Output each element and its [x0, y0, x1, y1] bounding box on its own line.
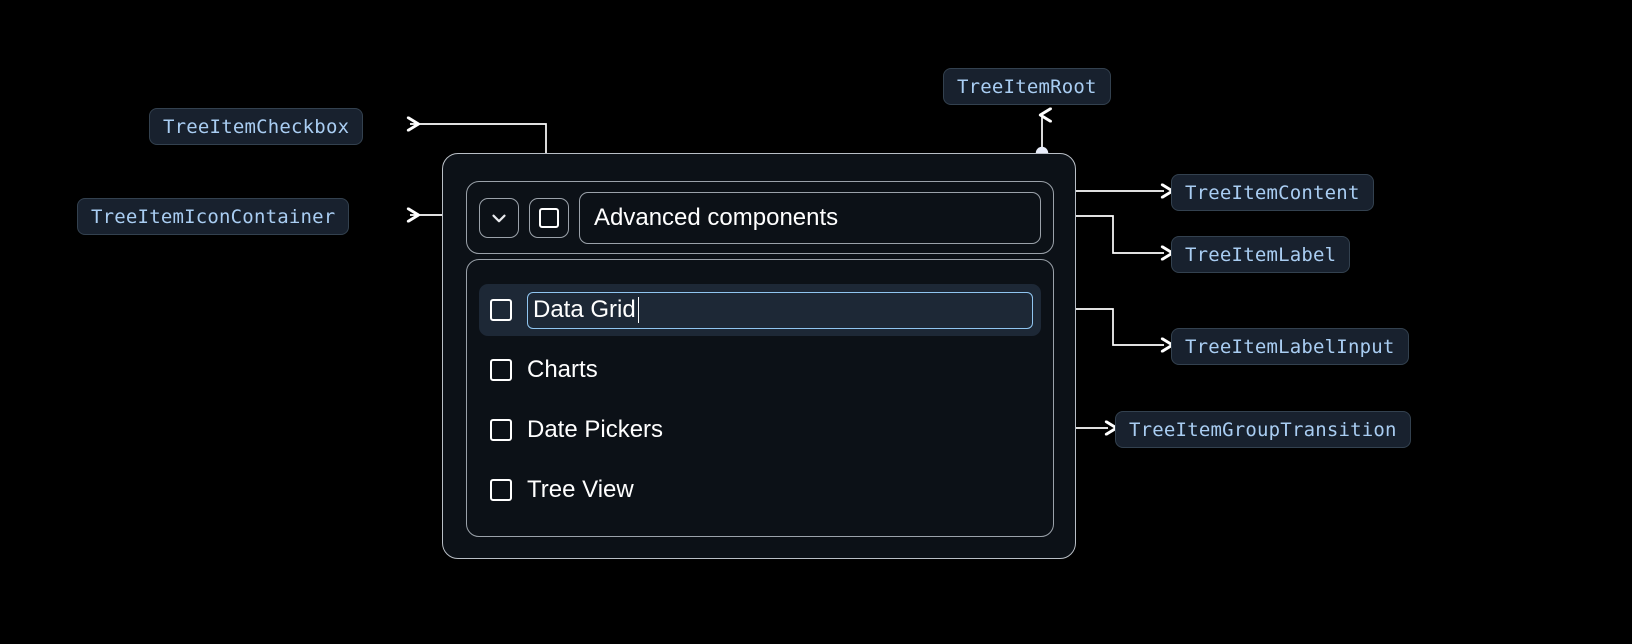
- annotation-label: TreeItemLabelInput: [1185, 335, 1395, 358]
- checkbox-unchecked-icon: [539, 207, 559, 228]
- annotation-tree-item-group-transition[interactable]: TreeItemGroupTransition: [1115, 411, 1411, 448]
- annotation-label: TreeItemIconContainer: [91, 205, 336, 228]
- checkbox-unchecked-icon[interactable]: [490, 419, 512, 441]
- tree-item-group-transition: Data Grid Charts Date Pickers Tree View: [466, 259, 1054, 537]
- tree-item-label-text: Advanced components: [594, 203, 839, 231]
- tree-item-row[interactable]: Data Grid: [479, 284, 1041, 336]
- checkbox-unchecked-icon[interactable]: [490, 299, 512, 321]
- annotation-label: TreeItemRoot: [957, 75, 1097, 98]
- annotation-tree-item-content[interactable]: TreeItemContent: [1171, 174, 1374, 211]
- checkbox-unchecked-icon[interactable]: [490, 479, 512, 501]
- annotation-label: TreeItemLabel: [1185, 243, 1337, 266]
- annotation-tree-item-label[interactable]: TreeItemLabel: [1171, 236, 1351, 273]
- tree-item-label-text: Charts: [527, 356, 598, 383]
- tree-item-content[interactable]: Advanced components: [466, 181, 1054, 254]
- annotation-label: TreeItemGroupTransition: [1129, 418, 1397, 441]
- checkbox-unchecked-icon[interactable]: [490, 359, 512, 381]
- annotation-tree-item-checkbox[interactable]: TreeItemCheckbox: [149, 108, 364, 145]
- tree-item-row[interactable]: Date Pickers: [479, 404, 1041, 456]
- annotation-label: TreeItemContent: [1185, 181, 1360, 204]
- annotation-tree-item-label-input[interactable]: TreeItemLabelInput: [1171, 328, 1409, 365]
- tree-item-checkbox[interactable]: [529, 197, 569, 238]
- chevron-down-icon: [492, 214, 506, 222]
- tree-item-root[interactable]: Advanced components Data Grid Charts Dat…: [442, 153, 1076, 559]
- tree-item-label-input-value: Data Grid: [533, 296, 636, 323]
- annotation-tree-item-icon-container[interactable]: TreeItemIconContainer: [77, 198, 350, 235]
- annotation-label: TreeItemCheckbox: [163, 115, 350, 138]
- tree-item-row[interactable]: Charts: [479, 344, 1041, 396]
- annotation-tree-item-root[interactable]: TreeItemRoot: [943, 68, 1111, 105]
- tree-item-icon-container[interactable]: [479, 197, 519, 238]
- tree-item-label[interactable]: Advanced components: [579, 191, 1041, 244]
- text-caret: [637, 297, 640, 323]
- tree-item-label-text: Date Pickers: [527, 416, 664, 443]
- tree-item-row[interactable]: Tree View: [479, 464, 1041, 516]
- tree-item-label-text: Tree View: [527, 476, 634, 503]
- tree-item-label-input[interactable]: Data Grid: [527, 291, 1033, 329]
